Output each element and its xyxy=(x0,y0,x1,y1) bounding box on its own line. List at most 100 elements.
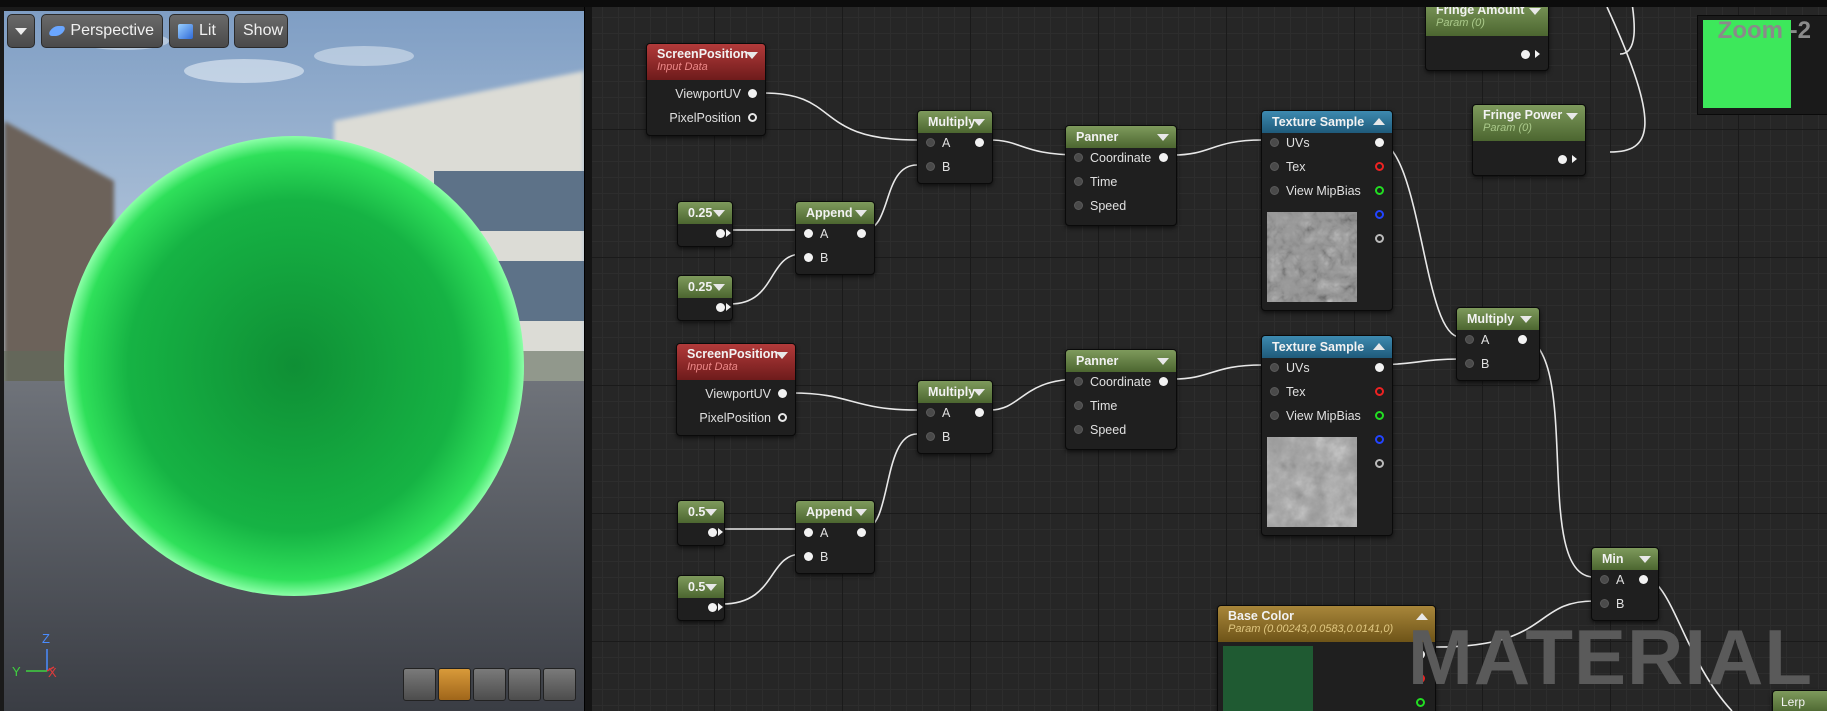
material-preview-viewport[interactable]: Z Y X Perspective Lit Show xyxy=(0,7,585,711)
collapse-arrow-icon[interactable] xyxy=(855,210,867,217)
min-node[interactable]: Min A B xyxy=(1591,547,1659,621)
input-pin-b[interactable] xyxy=(926,432,935,441)
cube-preview-icon[interactable] xyxy=(508,668,541,701)
collapse-arrow-icon[interactable] xyxy=(973,389,985,396)
input-pin-a[interactable] xyxy=(804,229,813,238)
texture-sample-node-2[interactable]: Texture Sample UVs Tex View MipBias xyxy=(1261,335,1393,536)
input-pin-a[interactable] xyxy=(926,408,935,417)
output-pin-r[interactable] xyxy=(1375,387,1384,396)
output-pin[interactable] xyxy=(857,528,866,537)
output-pin[interactable] xyxy=(716,229,725,238)
lerp-node[interactable]: Lerp xyxy=(1772,690,1827,711)
input-pin-a[interactable] xyxy=(804,528,813,537)
output-pin-viewportuv[interactable] xyxy=(778,389,787,398)
output-pin-g[interactable] xyxy=(1375,186,1384,195)
input-pin-coordinate[interactable] xyxy=(1074,153,1083,162)
constant-node-2[interactable]: 0.25 xyxy=(677,275,733,321)
fringe-amount-param-node[interactable]: Fringe Amount Param (0) xyxy=(1425,7,1549,71)
output-pin[interactable] xyxy=(708,528,717,537)
collapse-arrow-icon[interactable] xyxy=(776,352,788,359)
output-pin[interactable] xyxy=(708,603,717,612)
teapot-preview-icon[interactable] xyxy=(543,668,576,701)
input-pin-tex[interactable] xyxy=(1270,387,1279,396)
constant-node-1[interactable]: 0.25 xyxy=(677,201,733,247)
input-pin-b[interactable] xyxy=(1465,359,1474,368)
output-pin[interactable] xyxy=(1521,50,1530,59)
fringe-power-param-node[interactable]: Fringe Power Param (0) xyxy=(1472,104,1586,176)
output-pin[interactable] xyxy=(975,408,984,417)
input-pin-speed[interactable] xyxy=(1074,201,1083,210)
viewport-options-dropdown[interactable] xyxy=(7,14,35,48)
multiply-node-1[interactable]: Multiply A B xyxy=(917,110,993,184)
input-pin-viewmipbias[interactable] xyxy=(1270,411,1279,420)
output-pin-viewportuv[interactable] xyxy=(748,89,757,98)
output-pin-a[interactable] xyxy=(1375,459,1384,468)
multiply-node-3[interactable]: Multiply A B xyxy=(1456,307,1540,381)
input-pin-time[interactable] xyxy=(1074,177,1083,186)
input-pin-b[interactable] xyxy=(926,162,935,171)
constant-node-4[interactable]: 0.5 xyxy=(677,575,725,621)
input-pin-speed[interactable] xyxy=(1074,425,1083,434)
output-pin[interactable] xyxy=(1558,155,1567,164)
input-pin-a[interactable] xyxy=(926,138,935,147)
collapse-arrow-icon[interactable] xyxy=(1416,613,1428,620)
texture-sample-node-1[interactable]: Texture Sample UVs Tex View MipBias xyxy=(1261,110,1393,311)
output-pin-b[interactable] xyxy=(1375,210,1384,219)
input-pin-a[interactable] xyxy=(1600,575,1609,584)
material-graph-canvas[interactable]: ScreenPosition Input Data ViewportUV Pix… xyxy=(592,7,1827,711)
collapse-arrow-icon[interactable] xyxy=(705,584,717,591)
append-node-2[interactable]: Append A B xyxy=(795,500,875,574)
plane-preview-icon[interactable] xyxy=(473,668,506,701)
output-pin[interactable] xyxy=(1518,335,1527,344)
multiply-node-2[interactable]: Multiply A B xyxy=(917,380,993,454)
collapse-arrow-icon[interactable] xyxy=(1157,358,1169,365)
panner-node-1[interactable]: Panner Coordinate Time Speed xyxy=(1065,125,1177,226)
lit-view-mode-button[interactable]: Lit xyxy=(169,14,229,48)
constant-node-3[interactable]: 0.5 xyxy=(677,500,725,546)
input-pin-uvs[interactable] xyxy=(1270,138,1279,147)
collapse-arrow-icon[interactable] xyxy=(1529,8,1541,15)
output-pin-pixelposition[interactable] xyxy=(778,413,787,422)
input-pin-b[interactable] xyxy=(804,552,813,561)
output-pin[interactable] xyxy=(857,229,866,238)
output-pin-pixelposition[interactable] xyxy=(748,113,757,122)
collapse-arrow-icon[interactable] xyxy=(1373,118,1385,125)
output-pin-b[interactable] xyxy=(1375,435,1384,444)
perspective-view-button[interactable]: Perspective xyxy=(41,14,163,48)
panner-node-2[interactable]: Panner Coordinate Time Speed xyxy=(1065,349,1177,450)
collapse-arrow-icon[interactable] xyxy=(1520,316,1532,323)
output-pin-g[interactable] xyxy=(1375,411,1384,420)
collapse-arrow-icon[interactable] xyxy=(1639,556,1651,563)
output-pin-a[interactable] xyxy=(1375,234,1384,243)
output-pin[interactable] xyxy=(716,303,725,312)
input-pin-b[interactable] xyxy=(1600,599,1609,608)
output-pin-r[interactable] xyxy=(1416,674,1425,683)
append-node-1[interactable]: Append A B xyxy=(795,201,875,275)
input-pin-b[interactable] xyxy=(804,253,813,262)
output-pin[interactable] xyxy=(1639,575,1648,584)
screenposition-node-2[interactable]: ScreenPosition Input Data ViewportUV Pix… xyxy=(676,343,796,436)
output-pin-rgb[interactable] xyxy=(1375,363,1384,372)
input-pin-viewmipbias[interactable] xyxy=(1270,186,1279,195)
screenposition-node-1[interactable]: ScreenPosition Input Data ViewportUV Pix… xyxy=(646,43,766,136)
input-pin-time[interactable] xyxy=(1074,401,1083,410)
collapse-arrow-icon[interactable] xyxy=(1373,343,1385,350)
output-pin-rgb[interactable] xyxy=(1375,138,1384,147)
collapse-arrow-icon[interactable] xyxy=(1157,134,1169,141)
collapse-arrow-icon[interactable] xyxy=(973,119,985,126)
input-pin-coordinate[interactable] xyxy=(1074,377,1083,386)
sphere-preview-icon[interactable] xyxy=(438,668,471,701)
output-pin-rgb[interactable] xyxy=(1416,650,1425,659)
collapse-arrow-icon[interactable] xyxy=(705,509,717,516)
input-pin-a[interactable] xyxy=(1465,335,1474,344)
output-pin-r[interactable] xyxy=(1375,162,1384,171)
output-pin[interactable] xyxy=(975,138,984,147)
collapse-arrow-icon[interactable] xyxy=(713,284,725,291)
show-flags-button[interactable]: Show xyxy=(234,14,288,48)
output-pin[interactable] xyxy=(1159,153,1168,162)
output-pin[interactable] xyxy=(1159,377,1168,386)
collapse-arrow-icon[interactable] xyxy=(713,210,725,217)
cylinder-preview-icon[interactable] xyxy=(403,668,436,701)
collapse-arrow-icon[interactable] xyxy=(746,52,758,59)
collapse-arrow-icon[interactable] xyxy=(1566,113,1578,120)
